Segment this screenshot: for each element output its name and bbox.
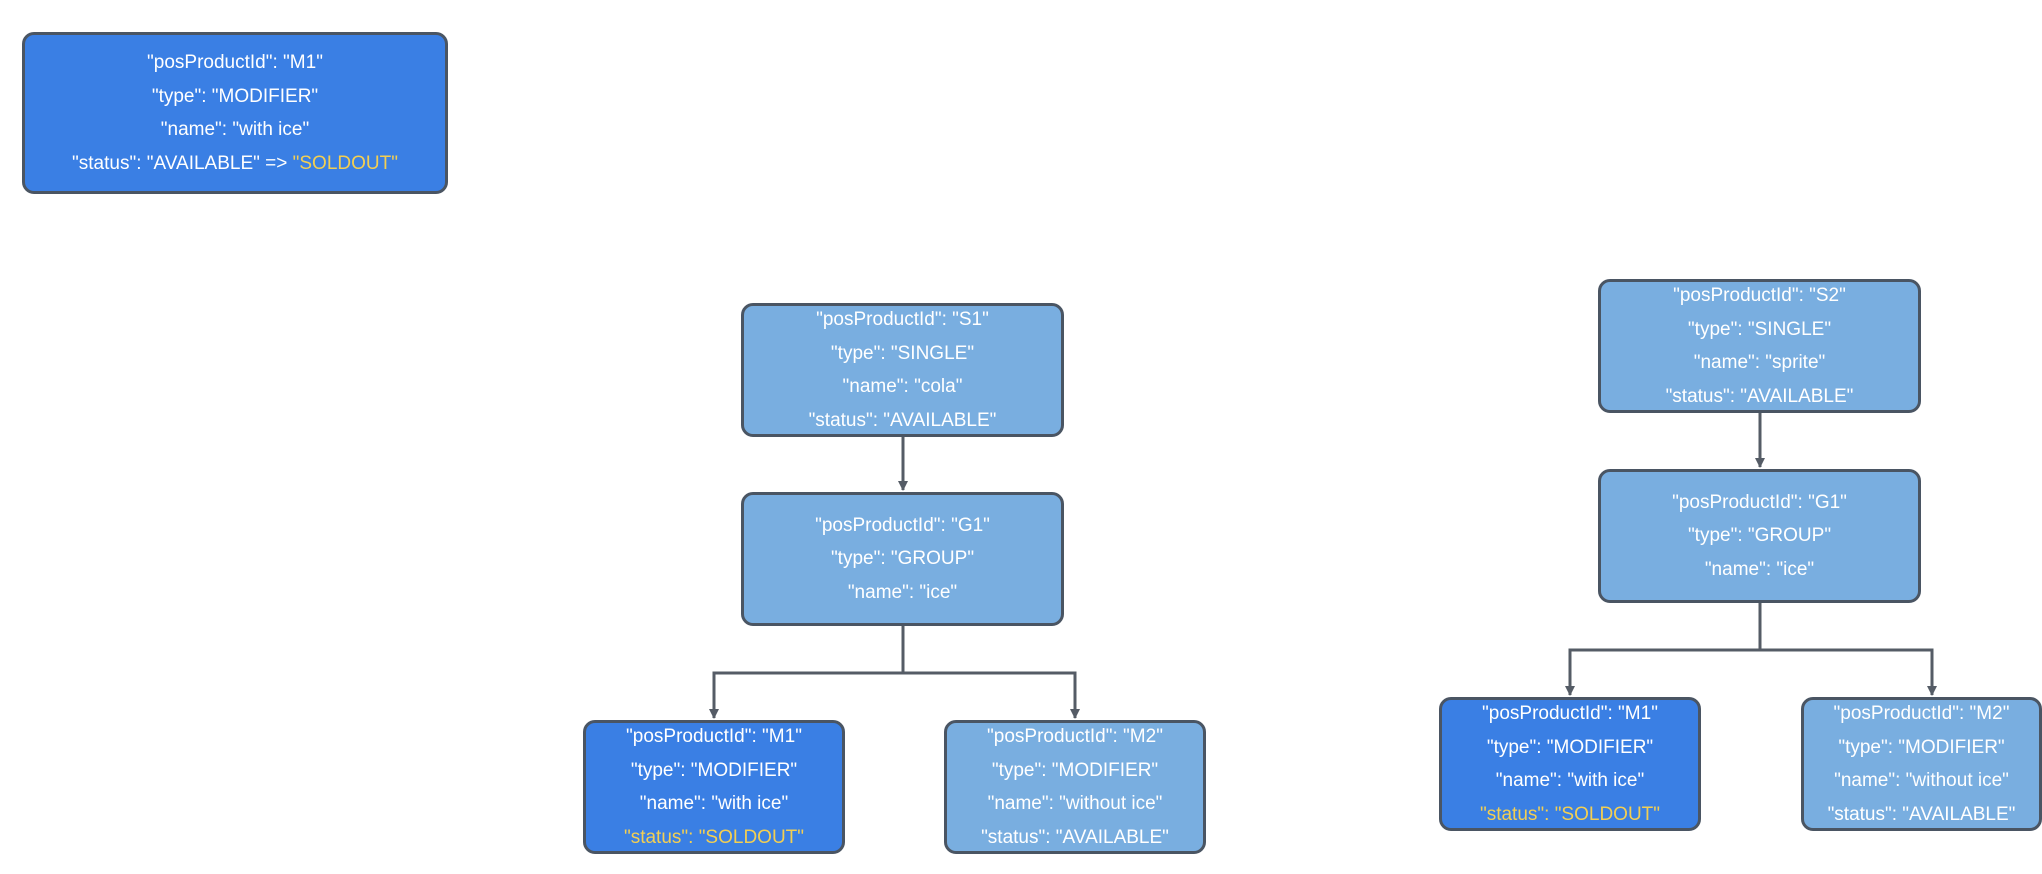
edge-g1-to-m1-tree2 (1565, 603, 1762, 696)
status-new-highlight: "SOLDOUT" (292, 152, 398, 174)
tree2-group-node: "posProductId": "G1" "type": "GROUP" "na… (1598, 469, 1921, 603)
edge-g1-to-m2-tree1 (901, 626, 1080, 719)
tree2-modifier-m1-node: "posProductId": "M1" "type": "MODIFIER" … (1439, 697, 1701, 831)
node-line: "name": "cola" (842, 376, 963, 397)
tree1-modifier-m1-node: "posProductId": "M1" "type": "MODIFIER" … (583, 720, 845, 854)
node-line: "name": "without ice" (1834, 770, 2009, 791)
tree2-root-node: "posProductId": "S2" "type": "SINGLE" "n… (1598, 279, 1921, 413)
node-line: "type": "MODIFIER" (991, 759, 1159, 781)
node-line: "status": "AVAILABLE" (1827, 803, 2016, 825)
node-line: "type": "MODIFIER" (1838, 736, 2005, 758)
node-line: "name": "sprite" (1693, 352, 1826, 373)
status-old: "status": "AVAILABLE" => (72, 152, 293, 174)
node-line: "type": "GROUP" (1687, 525, 1832, 547)
tree1-group-node: "posProductId": "G1" "type": "GROUP" "na… (741, 492, 1064, 626)
node-line-status: "status": "AVAILABLE" => "SOLDOUT" (72, 147, 398, 181)
node-line: "name": "ice" (1704, 558, 1815, 580)
node-line: "posProductId": "M1" (626, 726, 802, 747)
tree1-root-node: "posProductId": "S1" "type": "SINGLE" "n… (741, 303, 1064, 437)
node-line: "type": "MODIFIER" (1486, 736, 1654, 758)
node-line-status-highlight: "status": "SOLDOUT" (1479, 803, 1661, 825)
node-line: "type": "SINGLE" (830, 342, 975, 364)
node-line: "status": "AVAILABLE" (1665, 385, 1854, 407)
node-line: "posProductId": "M2" (1833, 703, 2010, 724)
legend-status-change-node: "posProductId": "M1" "type": "MODIFIER" … (22, 32, 448, 194)
node-line: "type": "MODIFIER" (151, 85, 319, 107)
node-line: "posProductId": "S2" (1673, 285, 1846, 306)
node-line: "posProductId": "G1" (1672, 491, 1847, 513)
node-line: "name": "without ice" (987, 793, 1163, 814)
tree2-modifier-m2-node: "posProductId": "M2" "type": "MODIFIER" … (1801, 697, 2042, 831)
node-line-status-highlight: "status": "SOLDOUT" (623, 826, 805, 848)
node-line: "posProductId": "S1" (816, 309, 989, 330)
node-line: "name": "ice" (847, 581, 958, 603)
edge-g1-to-m2-tree2 (1758, 603, 1937, 696)
node-line: "type": "GROUP" (830, 548, 975, 570)
tree1-modifier-m2-node: "posProductId": "M2" "type": "MODIFIER" … (944, 720, 1206, 854)
node-line: "posProductId": "G1" (815, 514, 990, 536)
node-line: "posProductId": "M1" (1482, 703, 1658, 724)
node-line: "name": "with ice" (639, 793, 789, 814)
node-line: "name": "with ice" (1495, 770, 1645, 791)
node-line: "posProductId": "M2" (987, 726, 1163, 747)
node-line: "status": "AVAILABLE" (808, 409, 997, 431)
node-line: "name": "with ice" (160, 119, 310, 140)
node-line: "type": "MODIFIER" (630, 759, 798, 781)
node-line: "posProductId": "M1" (147, 52, 323, 73)
node-line: "type": "SINGLE" (1687, 318, 1832, 340)
edge-g1-to-m1-tree1 (709, 626, 905, 719)
node-line: "status": "AVAILABLE" (981, 826, 1169, 848)
